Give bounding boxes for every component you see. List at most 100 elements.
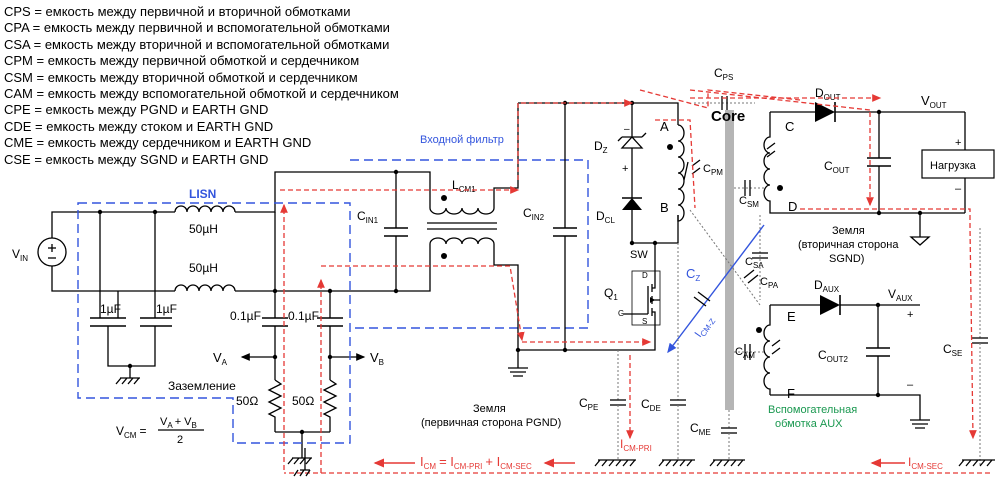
svg-text:SGND): SGND) [829,253,864,265]
svg-text:1µF: 1µF [156,302,177,316]
svg-text:0.1µF: 0.1µF [288,309,319,323]
svg-text:CIN1: CIN1 [357,209,379,225]
legend-line: CSE = емкость между SGND и EARTH GND [4,151,269,167]
svg-text:50µH: 50µH [189,261,218,275]
svg-text:COUT2: COUT2 [818,348,849,364]
svg-text:B: B [660,200,669,215]
svg-text:+: + [955,137,961,149]
svg-text:DZ: DZ [594,139,608,155]
svg-text:VOUT: VOUT [921,93,947,110]
svg-text:S: S [642,317,647,326]
transformer: A B CPM C D E F CPS CSM CSA CPA CAM C [660,66,797,401]
earth-capacitances: CPE CDE CME Земля (первичная сторона PGN… [421,243,995,467]
svg-text:SW: SW [630,249,648,261]
legend-line: CSM = емкость между вторичной обмоткой и… [4,69,358,85]
secondary-winding [763,112,771,206]
svg-text:Входной фильтр: Входной фильтр [420,134,504,146]
svg-text:50Ω: 50Ω [292,394,314,408]
svg-text:CPA: CPA [760,276,779,290]
svg-text:CPS: CPS [714,66,733,82]
secondary-output: DOUT VOUT COUT Нагрузка + – Земля (втори… [769,86,995,265]
svg-text:CME: CME [690,421,711,437]
svg-text:COUT: COUT [824,159,850,175]
svg-text:0.1µF: 0.1µF [230,309,261,323]
svg-text:CPE: CPE [579,396,598,412]
legend-line: CME = емкость между сердечником и EARTH … [4,135,312,151]
svg-text:VB: VB [370,350,384,367]
svg-text:Заземление: Заземление [168,379,236,393]
legend-line: CDE = емкость между стоком и EARTH GND [4,118,274,134]
mosfet-q1 [631,270,661,326]
icm-label: ICM= ICM-PRI+ ICM-SEC [420,454,532,471]
svg-text:ICM-Z: ICM-Z [693,314,718,341]
svg-text:VCM=: VCM= [116,424,146,440]
svg-text:Вспомогательная: Вспомогательная [768,404,857,416]
svg-text:1µF: 1µF [100,302,121,316]
input-filter-box [350,159,589,329]
svg-text:F: F [787,386,795,401]
legend-line: CPM = емкость между первичной обмоткой и… [4,53,360,69]
svg-text:D: D [788,199,797,214]
input-filter-section: Входной фильтр CIN1 LCM1 CIN2 [350,100,589,377]
svg-text:ICM-SEC: ICM-SEC [908,455,943,471]
svg-text:(первичная сторона PGND): (первичная сторона PGND) [421,417,561,429]
output-diode-dout [815,102,835,122]
aux-winding [763,305,771,395]
clamp-diode-dcl [622,198,642,210]
svg-text:ICM-PRI: ICM-PRI [620,437,652,453]
svg-text:(вторичная сторона: (вторичная сторона [798,239,899,251]
cm-current-paths [280,89,990,477]
svg-text:Q1: Q1 [604,286,618,302]
lisn-inductor-top [174,205,236,213]
svg-text:+: + [907,309,913,321]
svg-text:CIN2: CIN2 [523,206,545,222]
svg-text:CAM: CAM [735,346,755,360]
lisn-section: VIN 50µH 50µH 1µF 1µF 0.1µF 0.1µF [12,171,396,465]
svg-text:Нагрузка: Нагрузка [930,160,977,172]
svg-text:+: + [622,163,628,175]
zener-diode-dz [620,136,644,149]
svg-text:DOUT: DOUT [815,86,841,102]
aux-diode-daux [820,295,840,315]
svg-text:LISN: LISN [189,187,216,201]
svg-text:обмотка AUX: обмотка AUX [775,418,843,430]
svg-text:50Ω: 50Ω [236,394,258,408]
resistor-50ohm-a [267,379,283,432]
svg-text:VAUX: VAUX [888,287,913,303]
svg-text:E: E [787,309,796,324]
svg-text:CSM: CSM [739,195,759,209]
legend-line: CPE = емкость между PGND и EARTH GND [4,102,269,118]
svg-text:CSE: CSE [943,342,962,358]
primary-side: DZ – + DCL SW Q1 D G S [518,100,679,351]
svg-text:–: – [624,124,630,135]
svg-text:DCL: DCL [596,209,615,225]
svg-text:–: – [907,379,914,391]
svg-text:CDE: CDE [641,397,661,413]
legend-line: CPS = емкость между первичной и вторично… [4,4,351,19]
capacitance-legend: CPS = емкость между первичной и вторично… [4,4,399,168]
svg-text:VA: VA [213,350,228,367]
primary-winding [677,124,685,222]
svg-text:–: – [955,183,962,195]
svg-text:D: D [642,271,648,280]
svg-text:CSA: CSA [745,256,764,270]
aux-output: DAUX VAUX + COUT2 – Вспомогательная обмо… [768,228,988,465]
svg-text:A: A [660,119,669,134]
lisn-inductor-bottom [174,284,236,292]
legend-line: CAM = емкость между вспомогательной обмо… [4,86,399,102]
load-box [921,149,995,179]
transformer-core-bar [725,110,734,410]
legend-line: CPA = емкость между первичной и вспомога… [4,20,390,36]
svg-text:50µH: 50µH [189,222,218,236]
lisn-box [77,202,351,444]
core-label: Core [711,108,745,125]
svg-text:LCM1: LCM1 [452,178,476,194]
svg-text:Земля: Земля [473,403,506,415]
svg-text:2: 2 [177,434,183,446]
svg-text:Земля: Земля [832,225,865,237]
legend-line: CSA = емкость между вторичной и вспомога… [4,36,390,52]
svg-text:C: C [785,119,794,134]
resistor-50ohm-b [322,379,338,432]
svg-text:G: G [618,309,624,318]
